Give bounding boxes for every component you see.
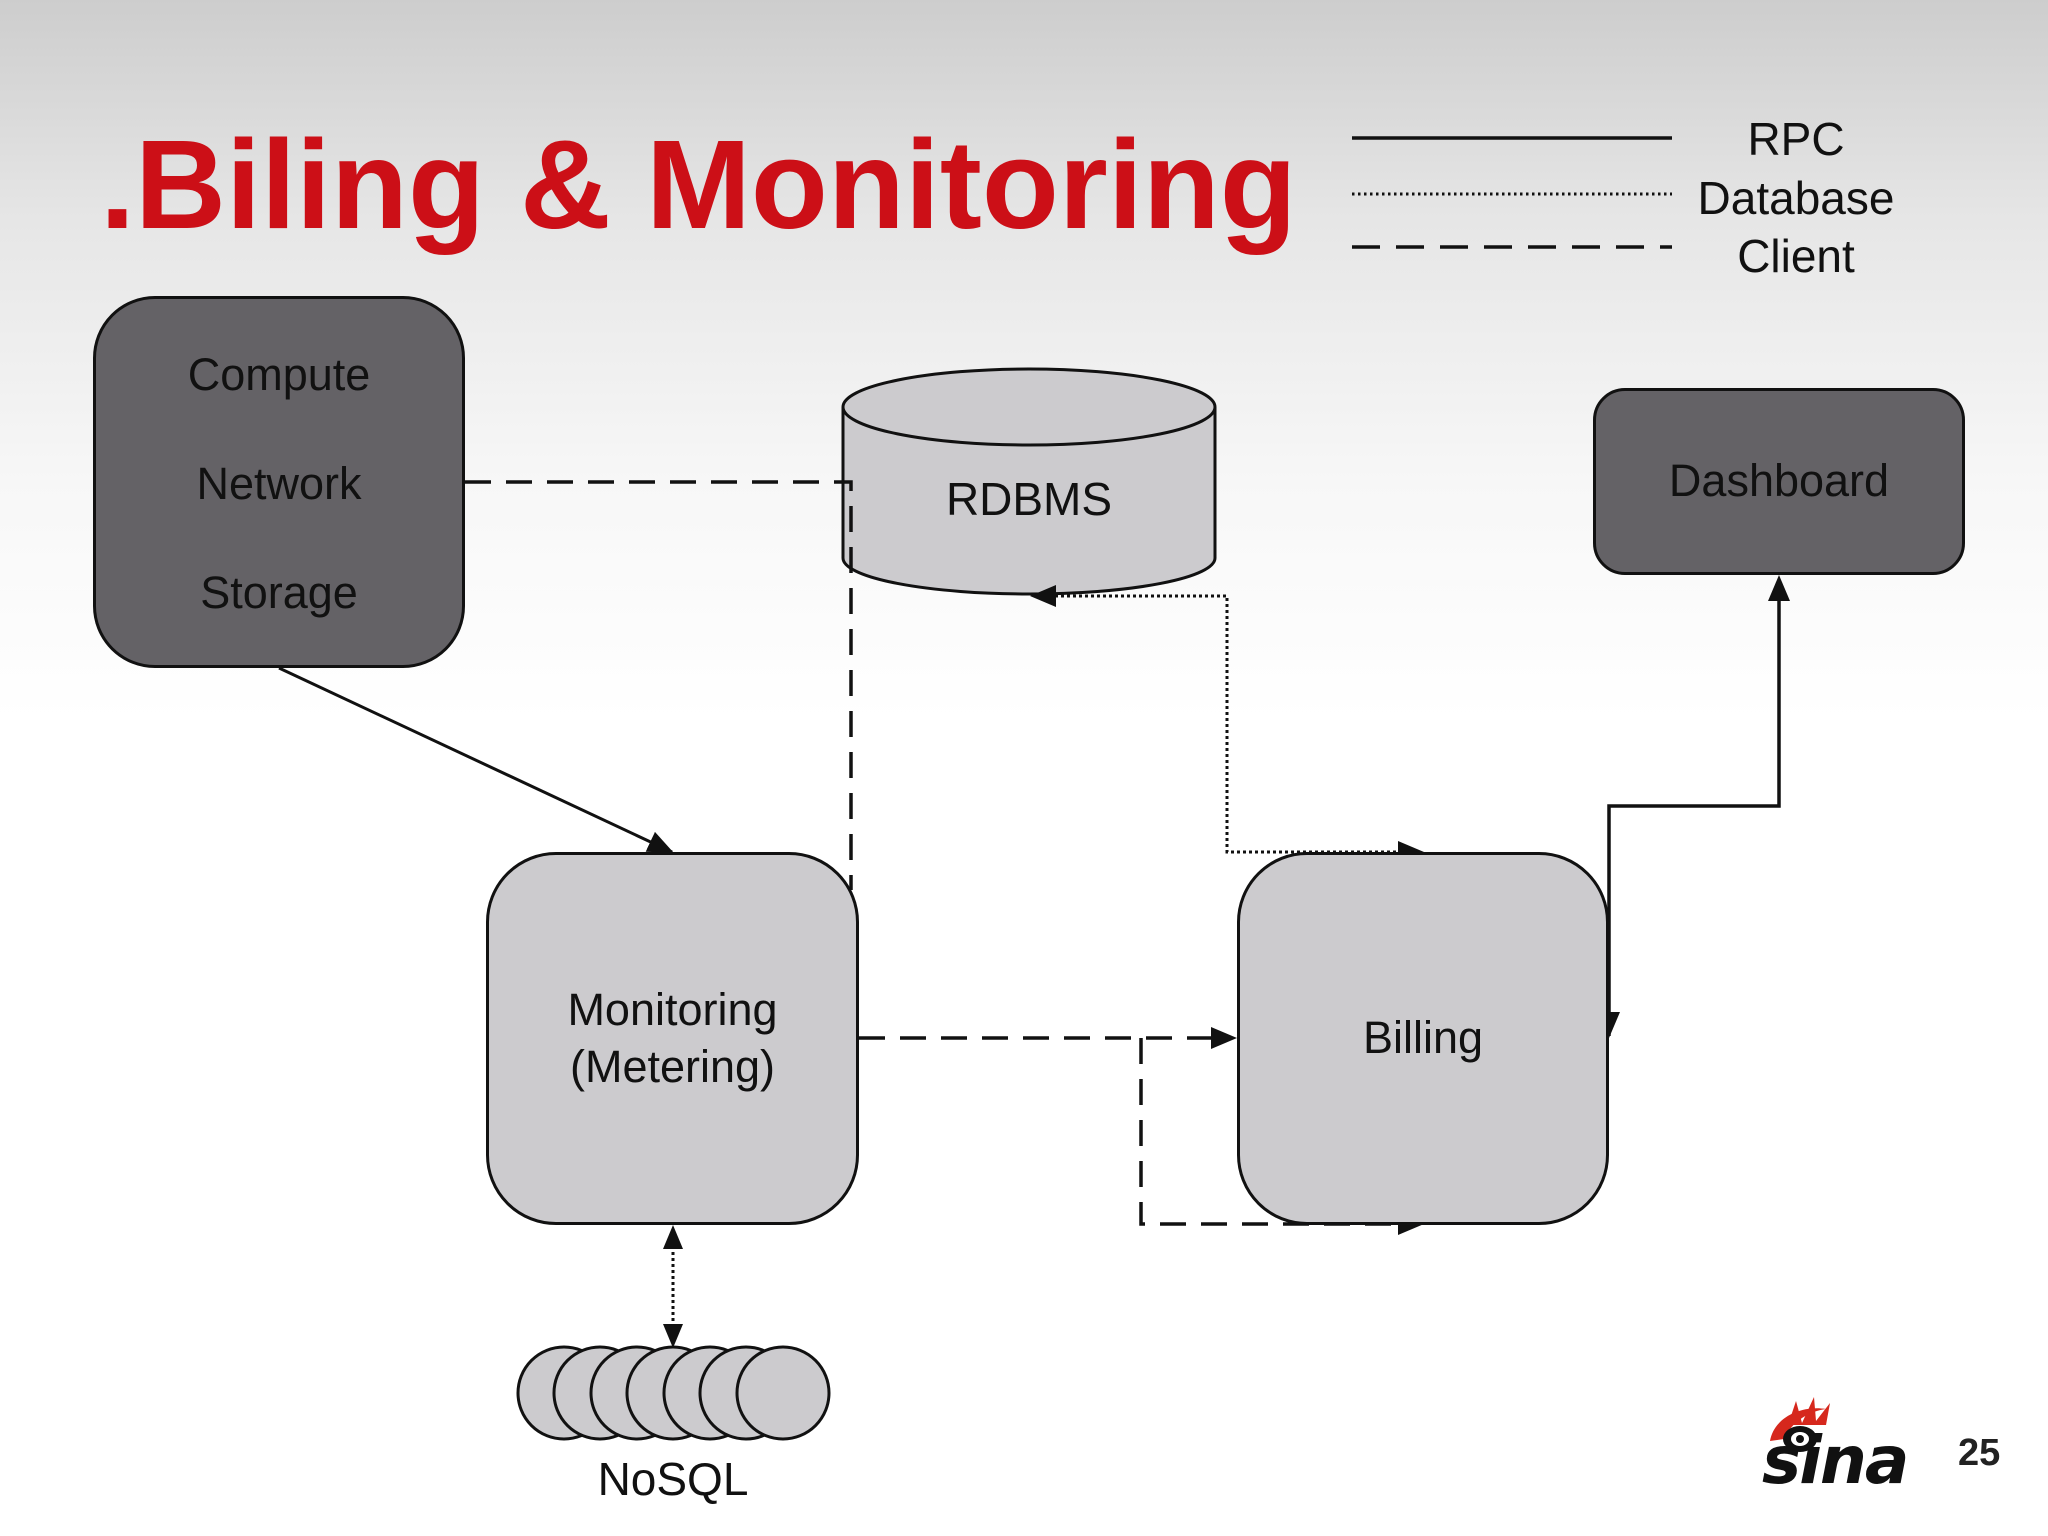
billing-box: Billing xyxy=(1237,852,1609,1225)
dashboard-label: Dashboard xyxy=(1668,455,1890,507)
legend-database-label: Database xyxy=(1697,172,1895,224)
sina-logo xyxy=(1770,1397,1830,1452)
slide-title: .Biling & Monitoring xyxy=(100,114,1297,255)
legend-client-label: Client xyxy=(1737,230,1855,282)
compute-network-storage-box: Compute Network Storage xyxy=(93,296,465,668)
metering-label: (Metering) xyxy=(569,1040,776,1092)
connector-rdbms-billing-db xyxy=(1037,594,1422,854)
billing-label: Billing xyxy=(1362,1012,1484,1064)
legend-rpc-label: RPC xyxy=(1747,113,1845,165)
connector-billing-dashboard xyxy=(1607,590,1781,1036)
connector-compute-monitoring xyxy=(278,666,674,854)
storage-label: Storage xyxy=(200,566,358,618)
arrow-to-rdbms xyxy=(1030,585,1056,607)
page-number: 25 xyxy=(1958,1432,2001,1474)
nosql-label: NoSQL xyxy=(597,1453,749,1505)
sina-wordmark: sina xyxy=(1762,1422,1909,1499)
network-label: Network xyxy=(196,457,362,509)
connector-compute-rdbms-client xyxy=(465,480,853,890)
rdbms-label: RDBMS xyxy=(945,473,1113,525)
rdbms-cylinder xyxy=(841,367,1217,596)
arrow-to-billing-left xyxy=(1211,1027,1237,1049)
monitoring-box: Monitoring (Metering) xyxy=(486,852,859,1225)
compute-label: Compute xyxy=(187,349,371,400)
connector-monitoring-billing-bottom xyxy=(1139,1038,1400,1226)
arrow-to-nosql xyxy=(663,1324,683,1348)
monitoring-label: Monitoring xyxy=(567,984,778,1036)
sina-eye-icon xyxy=(1770,1397,1830,1452)
nosql-cluster xyxy=(516,1345,831,1441)
arrow-to-dashboard xyxy=(1768,575,1790,601)
dashboard-box: Dashboard xyxy=(1593,388,1965,575)
arrow-to-monitoring xyxy=(663,1225,683,1249)
